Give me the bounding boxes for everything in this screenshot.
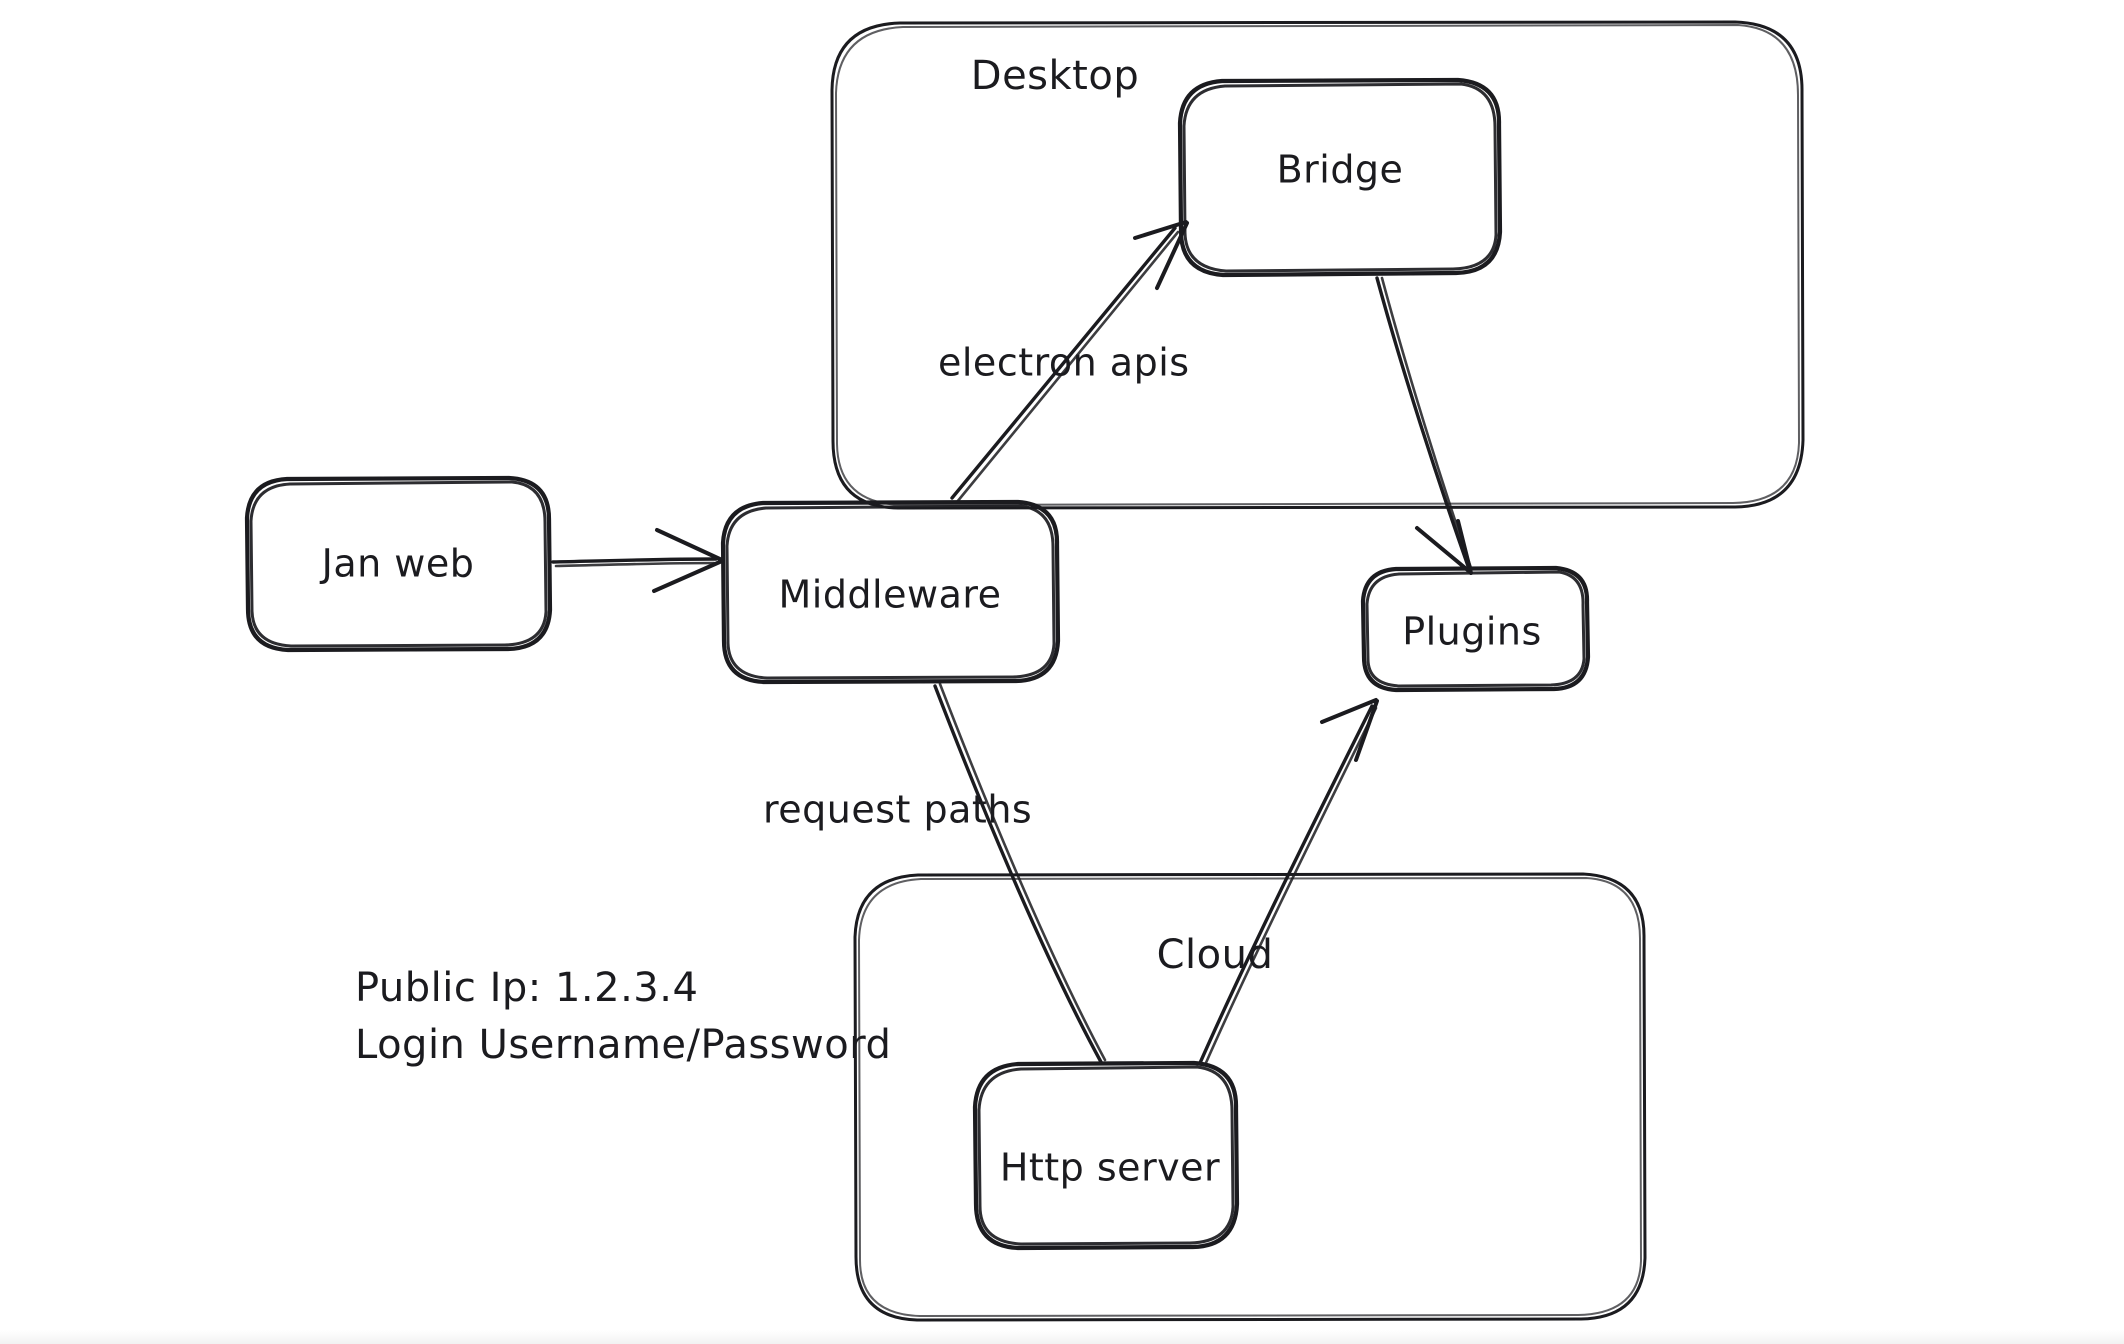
edge-line-sketch — [938, 682, 1107, 1062]
node-bridge[interactable]: Bridge — [1177, 77, 1503, 278]
node-outline — [1360, 565, 1591, 693]
cloud-container-outline-sketch — [858, 877, 1642, 1317]
node-http-server[interactable]: Http server — [972, 1060, 1240, 1251]
edge-line — [933, 684, 1103, 1064]
node-outline-sketch — [1182, 82, 1498, 273]
edge-arrowhead — [652, 528, 724, 593]
edge-janweb-to-middleware[interactable] — [551, 528, 724, 593]
note-login-credentials: Login Username/Password — [355, 1022, 891, 1068]
edge-httpserver-to-plugins[interactable] — [1198, 698, 1379, 1067]
node-outline-sketch — [1365, 570, 1586, 688]
node-label-http-server: Http server — [1000, 1146, 1220, 1190]
cloud-container-outline — [853, 872, 1647, 1322]
group-desktop[interactable]: Desktop — [830, 20, 1805, 510]
group-cloud[interactable]: Cloud — [853, 872, 1647, 1322]
edge-line — [1198, 704, 1374, 1065]
note-public-ip: Public Ip: 1.2.3.4 — [355, 965, 698, 1011]
edge-line — [950, 226, 1177, 500]
node-jan-web[interactable]: Jan web — [244, 475, 553, 653]
node-outline-sketch — [249, 480, 548, 648]
node-middleware[interactable]: Middleware — [720, 499, 1061, 685]
node-label-bridge: Bridge — [1277, 148, 1404, 192]
node-outline-sketch — [725, 504, 1056, 680]
annotation-notes: Public Ip: 1.2.3.4 Login Username/Passwo… — [355, 965, 891, 1068]
desktop-container-outline-sketch — [835, 24, 1800, 506]
node-label-plugins: Plugins — [1402, 610, 1542, 654]
edge-arrowhead — [1415, 519, 1473, 575]
edge-line-sketch — [1203, 706, 1378, 1067]
node-outline — [1177, 77, 1503, 278]
desktop-container-outline — [830, 20, 1805, 510]
node-label-middleware: Middleware — [778, 573, 1001, 617]
node-outline — [720, 499, 1061, 685]
node-outline — [244, 475, 553, 653]
edge-line — [551, 557, 718, 564]
edge-line-sketch — [955, 230, 1180, 504]
desktop-group-label: Desktop — [971, 53, 1139, 99]
bottom-edge-band — [0, 1330, 2124, 1344]
node-plugins[interactable]: Plugins — [1360, 565, 1591, 693]
edge-arrowhead — [1320, 698, 1379, 762]
edge-line — [1375, 276, 1470, 568]
edge-middleware-to-httpserver[interactable]: request paths — [763, 682, 1107, 1064]
node-outline — [972, 1060, 1240, 1251]
cloud-group-label: Cloud — [1157, 932, 1274, 978]
edge-middleware-to-bridge[interactable]: electron apis — [938, 220, 1190, 504]
node-outline-sketch — [977, 1065, 1235, 1246]
edge-line-sketch — [554, 561, 716, 568]
edge-bridge-to-plugins[interactable] — [1375, 276, 1473, 575]
edge-label-request-paths: request paths — [763, 788, 1032, 832]
node-label-jan-web: Jan web — [320, 542, 475, 586]
edge-label-electron-apis: electron apis — [938, 341, 1190, 385]
